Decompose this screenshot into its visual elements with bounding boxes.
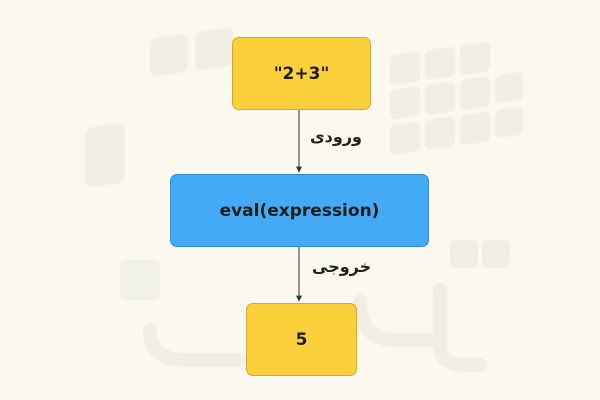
output-edge-label: خروجی	[312, 257, 372, 276]
process-node-text: eval(expression)	[219, 200, 380, 221]
input-node: "2+3"	[232, 37, 371, 110]
output-node-text: 5	[295, 329, 308, 350]
output-node: 5	[246, 303, 357, 376]
input-node-text: "2+3"	[273, 63, 330, 84]
process-node: eval(expression)	[170, 174, 429, 247]
input-edge-label: ورودی	[310, 127, 362, 146]
